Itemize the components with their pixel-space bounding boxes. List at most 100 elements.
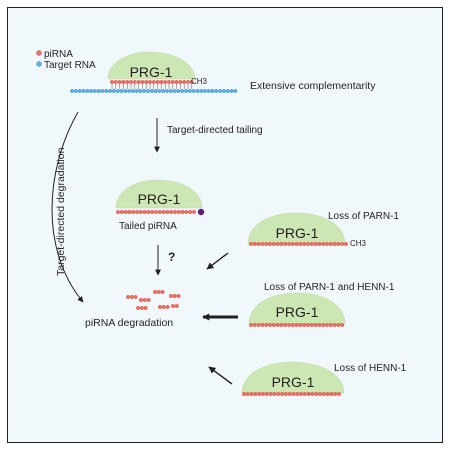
target-nucleotide [161, 89, 166, 93]
pirna-nucleotide [298, 323, 303, 327]
target-nucleotide [111, 89, 116, 93]
pirna-nucleotide [176, 210, 181, 214]
pirna-nucleotide [264, 392, 269, 396]
arrow-parn1 [206, 252, 229, 270]
fragment-nucleotide [156, 290, 161, 294]
pirna-nucleotide [167, 80, 171, 84]
pirna-nucleotide [340, 242, 345, 246]
target-nucleotide [134, 89, 139, 93]
pirna-nucleotide [161, 210, 166, 214]
fragment-nucleotide [176, 294, 181, 298]
target-nucleotide [210, 89, 215, 93]
pirna-nucleotide [155, 80, 160, 84]
fragment-nucleotide [129, 295, 134, 299]
pirna-nucleotide [150, 210, 155, 214]
pirna-nucleotide [283, 392, 288, 396]
fragment-nucleotide [126, 295, 130, 299]
pirna-nucleotide [173, 210, 177, 214]
pirna-nucleotide [157, 210, 162, 214]
target-nucleotide [214, 89, 219, 93]
target-nucleotide [142, 89, 147, 93]
pirna-nucleotide [302, 323, 307, 327]
fragment-nucleotide [143, 306, 148, 310]
target-nucleotide [96, 89, 101, 93]
target-nucleotide [119, 89, 124, 93]
fragment-nucleotide [139, 298, 143, 302]
tailed-pirna-caption: Tailed piRNA [119, 221, 177, 232]
pirna-nucleotide [325, 323, 329, 327]
pirna-nucleotide [260, 242, 265, 246]
pirna-nucleotide [321, 242, 326, 246]
pirna-nucleotide [253, 392, 258, 396]
pirna-nucleotide [325, 392, 330, 396]
parn1-henn1-pirna-strand [249, 323, 345, 327]
target-nucleotide [146, 89, 150, 93]
target-nucleotide [199, 89, 204, 93]
target-nucleotide [157, 89, 162, 93]
pirna-nucleotide [135, 210, 139, 214]
pirna-nucleotide [340, 323, 345, 327]
target-nucleotide [184, 89, 188, 93]
main-pirna-strand [110, 80, 194, 84]
pirna-nucleotide [275, 323, 280, 327]
pirna-nucleotide [110, 80, 114, 84]
fragment-nucleotide [153, 290, 157, 294]
fragment-nucleotide [136, 306, 140, 310]
pirna-nucleotide [272, 392, 277, 396]
target-nucleotide [187, 89, 192, 93]
pirna-nucleotide [119, 210, 124, 214]
pirna-nucleotide [178, 80, 183, 84]
prg1-blob-parn1-henn1 [248, 292, 346, 325]
pirna-nucleotide [170, 80, 175, 84]
pirna-nucleotide [252, 323, 257, 327]
prg1-label-tailed: PRG-1 [138, 191, 181, 207]
pirna-nucleotide [336, 242, 341, 246]
pirna-nucleotide [306, 242, 310, 246]
pirna-nucleotide [344, 242, 348, 246]
target-nucleotide [195, 89, 200, 93]
pirna-nucleotide [328, 323, 333, 327]
tailed-complex: PRG-1 Tailed piRNA [115, 179, 205, 232]
pirna-nucleotide [249, 242, 253, 246]
pirna-nucleotide [302, 392, 307, 396]
main-complex: PRG-1 CH3 Extensive complementarity [70, 51, 376, 93]
pirna-nucleotide [280, 392, 284, 396]
target-nucleotide [180, 89, 185, 93]
pirna-nucleotide [321, 392, 326, 396]
pirna-nucleotide [148, 80, 152, 84]
fragment-nucleotide [142, 298, 147, 302]
target-nucleotide [176, 89, 181, 93]
fragment [171, 304, 179, 308]
pirna-nucleotide [332, 323, 337, 327]
pirna-nucleotide [313, 323, 318, 327]
pirna-nucleotide [163, 80, 168, 84]
pirna-nucleotide [268, 323, 272, 327]
pirna-nucleotide [295, 392, 300, 396]
ch3-label-main: CH3 [191, 77, 208, 86]
target-nucleotide [81, 89, 86, 93]
uncertain-label: ? [168, 250, 175, 264]
condition-parn1-henn1: PRG-1 Loss of PARN-1 and HENN-1 [248, 282, 395, 327]
pirna-nucleotide [256, 242, 261, 246]
fragment-nucleotide [169, 294, 173, 298]
pirna-nucleotide [287, 323, 291, 327]
target-nucleotide [222, 89, 226, 93]
target-nucleotide [153, 89, 158, 93]
condition-label-parn1-henn1: Loss of PARN-1 and HENN-1 [264, 282, 395, 293]
condition-parn1: PRG-1 CH3 Loss of PARN-1 [247, 211, 399, 248]
pirna-nucleotide [116, 210, 120, 214]
prg1-label-parn1: PRG-1 [276, 225, 319, 241]
pirna-nucleotide [138, 210, 143, 214]
target-nucleotide [191, 89, 196, 93]
pirna-nucleotide [182, 80, 187, 84]
pirna-nucleotide [275, 242, 280, 246]
fragment-nucleotide [158, 305, 162, 309]
pirna-nucleotide [184, 210, 189, 214]
fragment [126, 295, 138, 299]
pirna-nucleotide [291, 392, 296, 396]
pirna-nucleotide [283, 242, 288, 246]
pirna-nucleotide [142, 210, 147, 214]
pirna-nucleotide [127, 210, 132, 214]
pirna-nucleotide [131, 210, 136, 214]
pirna-nucleotide [159, 80, 164, 84]
